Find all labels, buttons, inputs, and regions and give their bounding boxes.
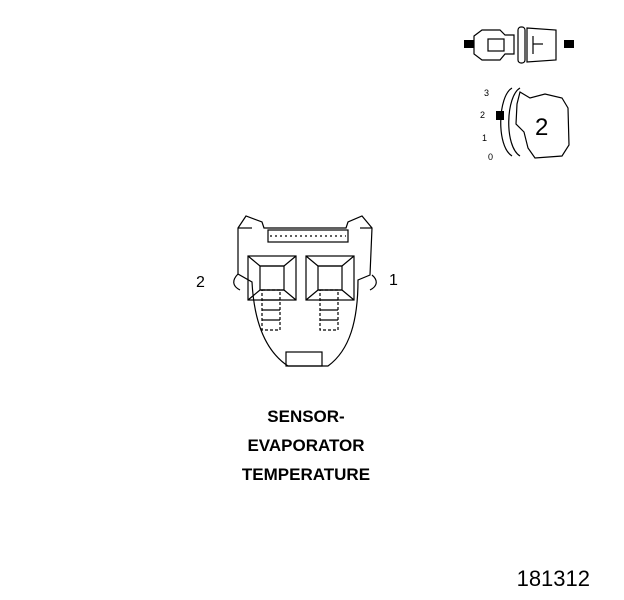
position-number-1: 1 — [482, 133, 488, 143]
caption-line-3: TEMPERATURE — [241, 465, 371, 484]
figure-number: 181312 — [516, 566, 590, 591]
position-number-2: 2 — [480, 110, 486, 120]
pin-2-label: 2 — [196, 274, 205, 291]
caption-line-1: SENSOR- — [267, 407, 345, 426]
caption-line-2: EVAPORATOR — [247, 436, 365, 455]
position-badge: 2 — [535, 114, 549, 141]
position-number-3: 3 — [484, 88, 490, 98]
position-number-0: 0 — [488, 152, 494, 162]
pin-1-label: 1 — [389, 272, 398, 289]
